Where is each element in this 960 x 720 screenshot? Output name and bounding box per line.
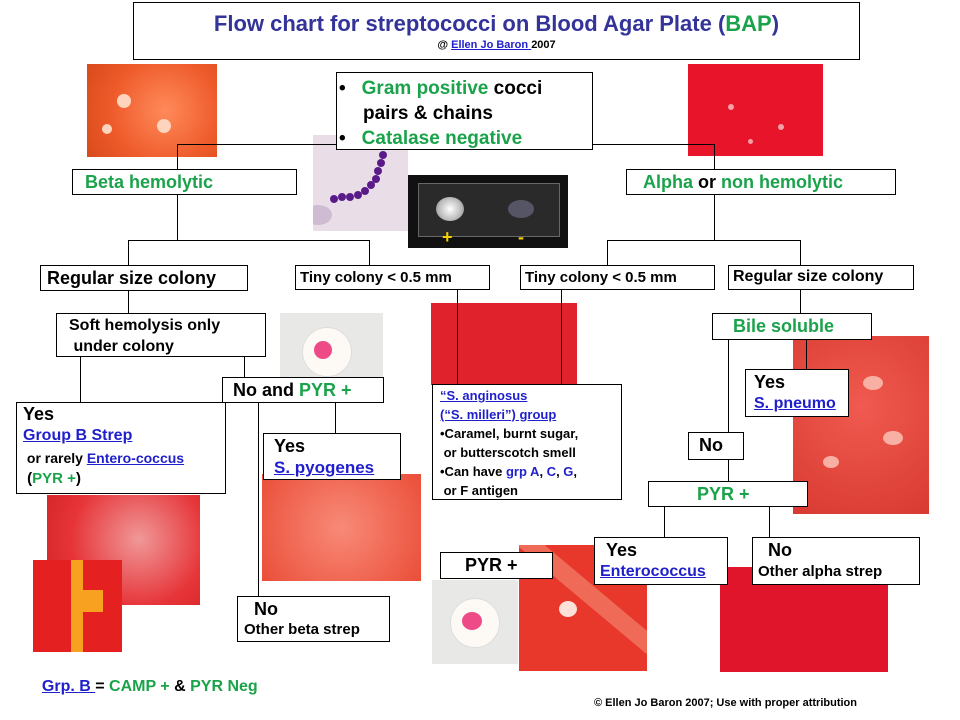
connector [664,507,665,537]
chart-credit: @ Ellen Jo Baron 2007 [437,39,556,51]
credit-name-link[interactable]: Ellen Jo Baron [451,39,532,51]
anginosus-link[interactable]: “S. anginosus [440,388,528,403]
bile-no-box: No [688,432,744,460]
alpha-hemolysis-plate-photo [688,64,823,156]
other-alpha-box: No Other alpha strep [752,537,920,585]
catalase-slide-photo: + - [408,175,568,248]
pyogenes-result-box: Yes S. pyogenes [263,433,401,480]
connector [714,195,715,241]
grp-b-link[interactable]: Grp. B [41,678,96,695]
connector [128,291,129,313]
pyr-plus-box: PYR + [648,481,808,507]
pyr-test-disc-photo-bottom [432,580,518,664]
group-b-strep-link[interactable]: Group B Strep [23,427,133,444]
title-box: Flow chart for streptococci on Blood Aga… [133,2,860,60]
catalase-positive-label: + [442,227,453,247]
alpha-tiny-colony-box: Tiny colony < 0.5 mm [520,265,715,290]
connector [244,357,245,377]
copyright-text: © Ellen Jo Baron 2007; Use with proper a… [594,697,857,709]
connector [769,507,770,537]
gram-stain-chains-photo [313,135,408,231]
pneumo-link[interactable]: S. pneumo [754,395,836,412]
soft-hemolysis-box: Soft hemolysis only under colony [56,313,266,357]
connector [369,240,370,265]
alpha-hemolytic-box: Alpha or non hemolytic [626,169,896,195]
pneumo-result-box: Yes S. pneumo [745,369,849,417]
beta-hemolytic-box: Beta hemolytic [72,169,297,195]
bile-soluble-box: Bile soluble [712,313,872,340]
connector [800,290,801,313]
connector [335,403,336,433]
gram-positive-box: •Gram positive cocci pairs & chains •Cat… [336,72,593,150]
enterococcus-result-box: Yes Enterococcus [594,537,728,585]
camp-test-photo [33,560,122,652]
pyogenes-plate-photo [262,474,421,581]
pyogenes-link[interactable]: S. pyogenes [274,458,375,477]
beta-hemolysis-plate-photo [87,64,217,157]
milleri-link[interactable]: (“S. milleri”) group [440,407,557,422]
no-and-pyr-box: No and PYR + [222,377,384,403]
pyr-plus-test-label: PYR + [440,552,553,579]
connector [728,460,729,481]
connector [177,144,178,169]
connector [728,340,729,432]
connector [457,290,458,384]
connector [714,144,715,169]
enterococcus-link[interactable]: Entero-coccus [86,450,185,466]
connector [607,240,608,265]
connector [258,403,259,596]
connector [128,240,129,265]
pneumo-plate-photo [793,336,929,514]
chart-title: Flow chart for streptococci on Blood Aga… [213,11,780,36]
connector [128,240,370,241]
group-b-result-box: Yes Group B Strep or rarely Entero-coccu… [16,402,226,494]
other-beta-box: No Other beta strep [237,596,390,642]
camp-footnote: Grp. B = CAMP + & PYR Neg [41,678,258,695]
beta-tiny-colony-box: Tiny colony < 0.5 mm [295,265,490,290]
connector [607,240,801,241]
alpha-regular-colony-box: Regular size colony [728,265,914,290]
anginosus-plate-photo [431,303,577,385]
connector [80,357,81,402]
catalase-negative-label: - [518,227,524,247]
anginosus-group-box: “S. anginosus (“S. milleri”) group •Cara… [432,384,622,500]
connector [561,290,562,384]
cocci-chain-icon [313,151,387,225]
connector [800,240,801,265]
beta-regular-colony-box: Regular size colony [40,265,248,291]
enterococcus-result-link[interactable]: Enterococcus [600,563,706,580]
connector [806,340,807,370]
connector [177,195,178,241]
